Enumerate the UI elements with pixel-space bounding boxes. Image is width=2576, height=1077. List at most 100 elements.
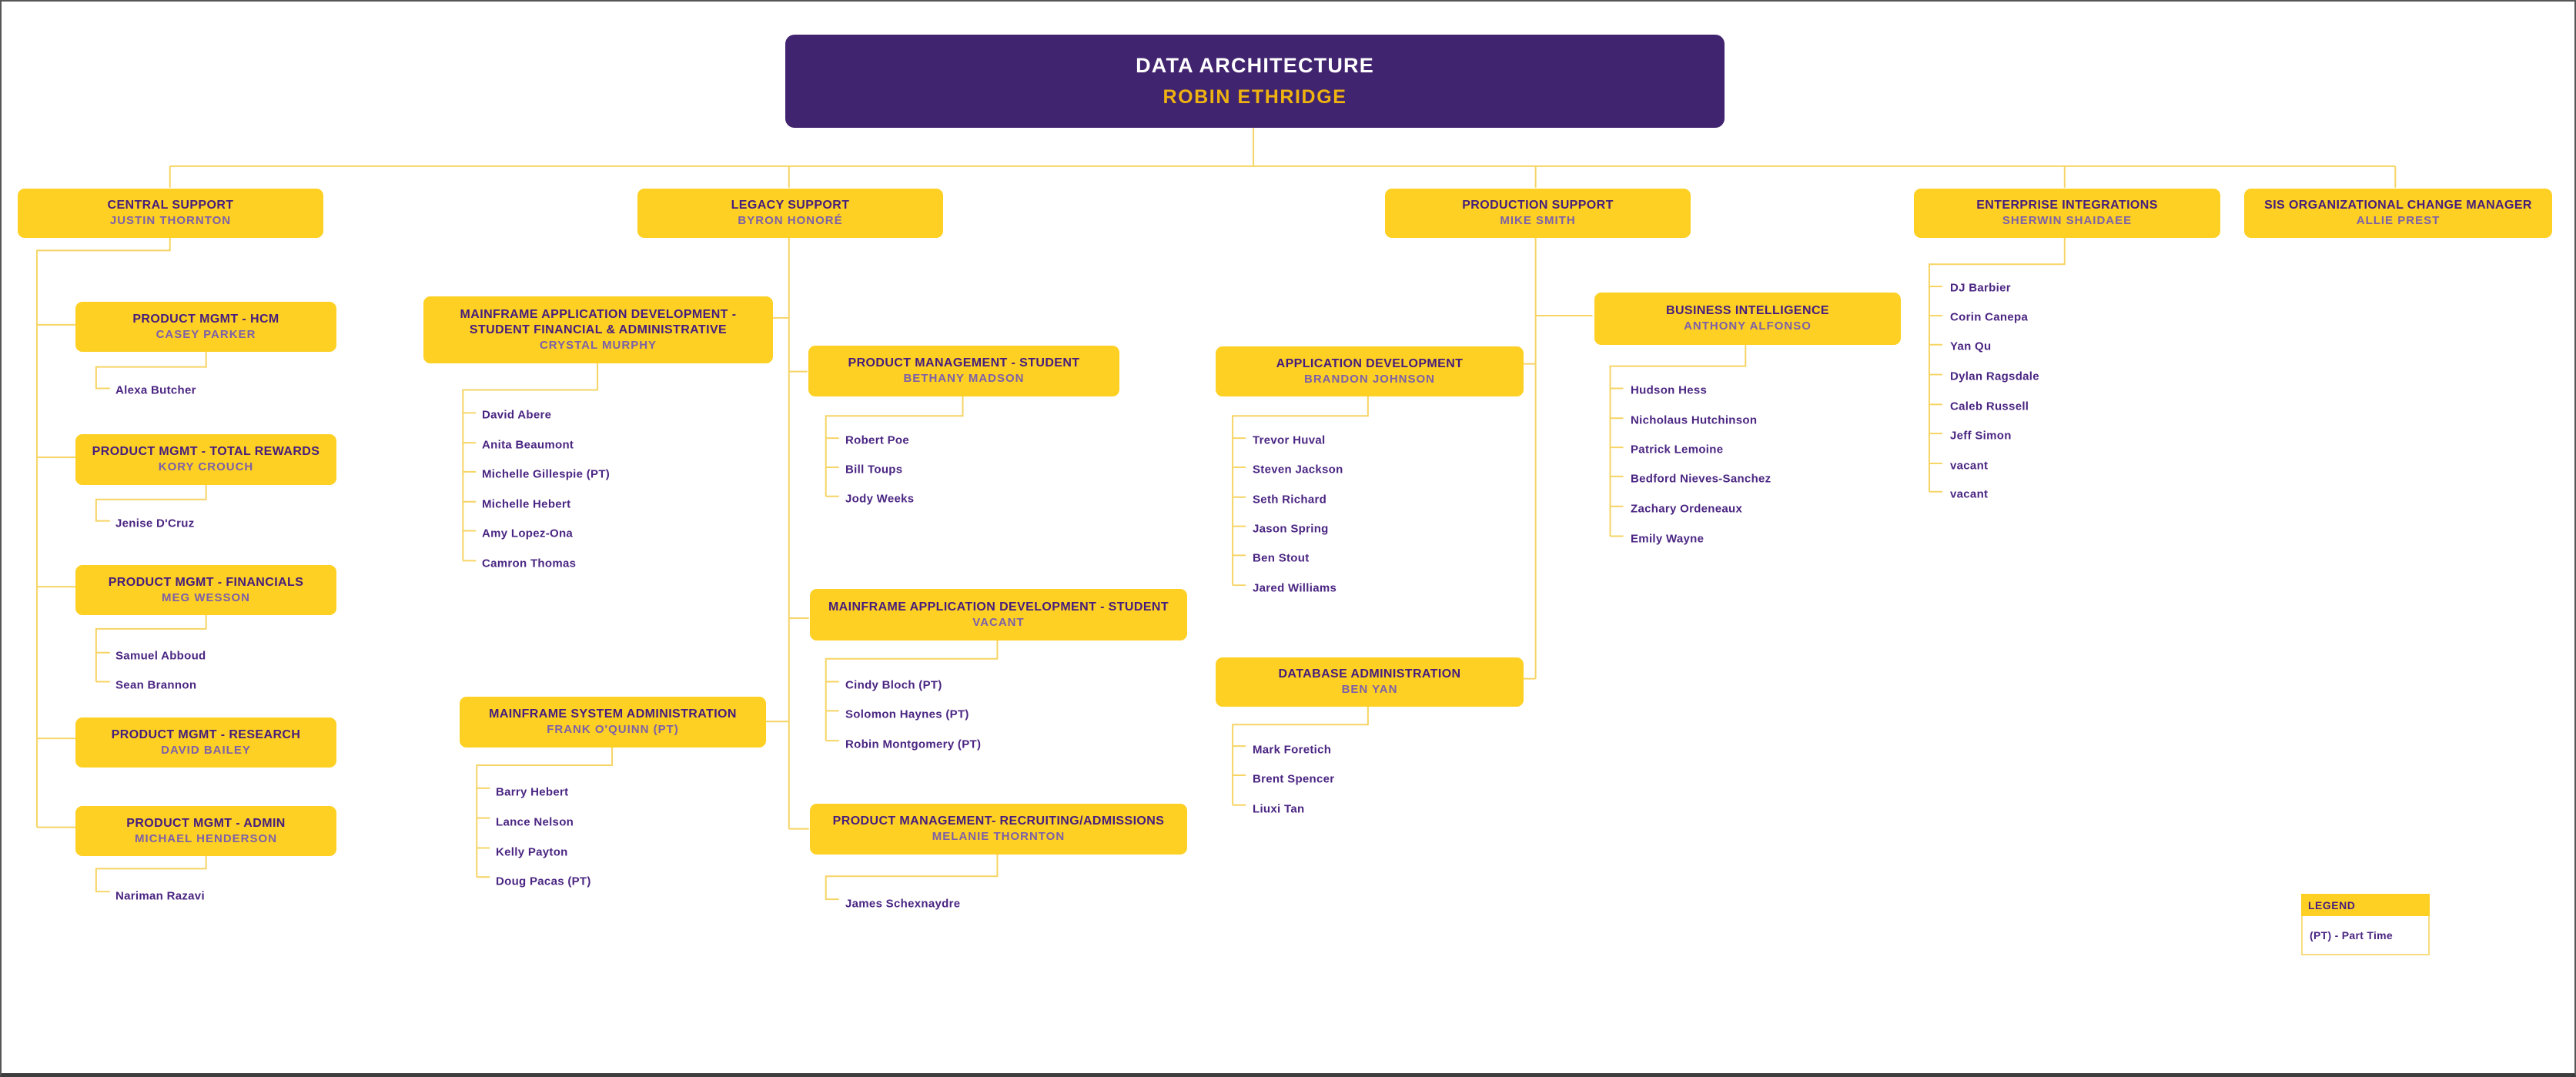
unit-node-app-dev: APPLICATION DEVELOPMENT BRANDON JOHNSON (1216, 346, 1524, 396)
node-lead: FRANK O'QUINN (PT) (547, 723, 679, 737)
member-item: vacant (1950, 459, 1989, 473)
member-item: Patrick Lemoine (1631, 443, 1724, 457)
node-lead: SHERWIN SHAIDAEE (2002, 214, 2133, 228)
node-lead: BRANDON JOHNSON (1303, 372, 1435, 386)
node-title: PRODUCT MGMT - ADMIN (126, 816, 286, 830)
member-item: Liuxi Tan (1253, 802, 1305, 816)
node-title: SIS ORGANIZATIONAL CHANGE MANAGER (2264, 199, 2532, 212)
member-item: Kelly Payton (496, 845, 568, 859)
member-item: Lance Nelson (496, 815, 574, 829)
member-item: Seth Richard (1253, 493, 1327, 507)
unit-node-mf-appdev-sfa: MAINFRAME APPLICATION DEVELOPMENT - STUD… (423, 296, 773, 363)
member-item: Nariman Razavi (115, 889, 205, 903)
legend-entry: (PT) - Part Time (2301, 916, 2430, 955)
node-title: APPLICATION DEVELOPMENT (1276, 356, 1464, 370)
member-item: Ben Stout (1253, 551, 1310, 565)
node-lead: BETHANY MADSON (903, 372, 1025, 386)
member-item: Jason Spring (1253, 522, 1329, 536)
connector-line (1232, 394, 1369, 586)
member-item: Yan Qu (1950, 339, 1992, 353)
node-lead: JUSTIN THORNTON (109, 214, 232, 228)
member-item: Hudson Hess (1631, 383, 1708, 397)
unit-node-mf-appdev-student: MAINFRAME APPLICATION DEVELOPMENT - STUD… (810, 589, 1187, 641)
connector-line (476, 744, 614, 878)
member-item: Dylan Ragsdale (1950, 370, 2039, 383)
legend: LEGEND (PT) - Part Time (2301, 894, 2430, 955)
member-item: Solomon Haynes (PT) (845, 707, 969, 721)
member-item: Robert Poe (845, 433, 910, 447)
node-lead: MELANIE THORNTON (932, 830, 1066, 844)
node-title: MAINFRAME APPLICATION DEVELOPMENT - STUD… (828, 600, 1169, 614)
member-item: Jared Williams (1253, 581, 1337, 595)
member-item: Nicholaus Hutchinson (1631, 413, 1758, 427)
member-item: David Abere (482, 408, 552, 422)
connector-line (1609, 343, 1747, 537)
node-lead: BEN YAN (1341, 683, 1398, 697)
member-item: Robin Montgomery (PT) (845, 738, 982, 751)
node-lead: CRYSTAL MURPHY (539, 338, 657, 352)
member-item: Bill Toups (845, 463, 903, 477)
node-title: LEGACY SUPPORT (731, 199, 850, 212)
node-title: CENTRAL SUPPORT (107, 199, 234, 212)
member-item: Emily Wayne (1631, 532, 1705, 546)
connector-line (825, 394, 964, 497)
member-item: Michelle Hebert (482, 497, 571, 511)
connector-line (825, 637, 999, 741)
node-lead: DAVID BAILEY (161, 743, 251, 757)
member-item: Anita Beaumont (482, 438, 574, 452)
member-item: Jody Weeks (845, 492, 915, 506)
member-item: Jeff Simon (1950, 429, 2012, 443)
connector-line (95, 612, 207, 682)
node-lead: ROBIN ETHRIDGE (1163, 85, 1347, 108)
member-item: Cindy Bloch (PT) (845, 678, 942, 692)
team-node-sis-ocm: SIS ORGANIZATIONAL CHANGE MANAGER ALLIE P… (2244, 189, 2552, 238)
unit-node-pm-recruiting: PRODUCT MANAGEMENT- RECRUITING/ADMISSION… (810, 804, 1187, 855)
node-lead: MEG WESSON (161, 590, 250, 604)
node-lead: MICHAEL HENDERSON (134, 831, 278, 845)
node-lead: CASEY PARKER (156, 327, 256, 341)
connector-line (1232, 703, 1369, 805)
member-item: Amy Lopez-Ona (482, 527, 574, 540)
node-lead: ALLIE PREST (2356, 214, 2441, 228)
member-item: Zachary Ordeneaux (1631, 502, 1743, 516)
node-lead: ANTHONY ALFONSO (1684, 319, 1812, 333)
unit-node-pm-research: PRODUCT MGMT - RESEARCH DAVID BAILEY (75, 717, 336, 768)
node-lead: MIKE SMITH (1500, 214, 1576, 228)
member-item: Bedford Nieves-Sanchez (1631, 472, 1771, 486)
connector-line (1929, 236, 2066, 492)
node-title: DATABASE ADMINISTRATION (1278, 667, 1461, 681)
member-item: Sean Brannon (115, 678, 197, 692)
team-node-central-support: CENTRAL SUPPORT JUSTIN THORNTON (18, 189, 323, 238)
member-item: Caleb Russell (1950, 400, 2029, 413)
member-item: Doug Pacas (PT) (496, 875, 591, 888)
member-item: Brent Spencer (1253, 772, 1335, 786)
member-item: Mark Foretich (1253, 743, 1332, 757)
unit-node-db-admin: DATABASE ADMINISTRATION BEN YAN (1216, 657, 1524, 707)
node-title: PRODUCT MGMT - FINANCIALS (108, 575, 304, 589)
member-item: Michelle Gillespie (PT) (482, 467, 611, 481)
node-lead: KORY CROUCH (158, 460, 254, 474)
node-title: ENTERPRISE INTEGRATIONS (1976, 199, 2158, 212)
member-item: Barry Hebert (496, 785, 569, 799)
node-title: PRODUCT MGMT - HCM (132, 312, 279, 326)
legend-header: LEGEND (2301, 894, 2430, 916)
connector-line (95, 482, 207, 522)
connector-line (462, 361, 599, 561)
member-item: Alexa Butcher (115, 383, 196, 397)
node-title: PRODUCT MANAGEMENT- RECRUITING/ADMISSION… (832, 814, 1165, 828)
node-title: PRODUCT MGMT - RESEARCH (111, 727, 301, 741)
node-lead: VACANT (972, 615, 1025, 629)
node-title: PRODUCT MGMT - TOTAL REWARDS (92, 445, 320, 459)
member-item: Samuel Abboud (115, 649, 206, 663)
